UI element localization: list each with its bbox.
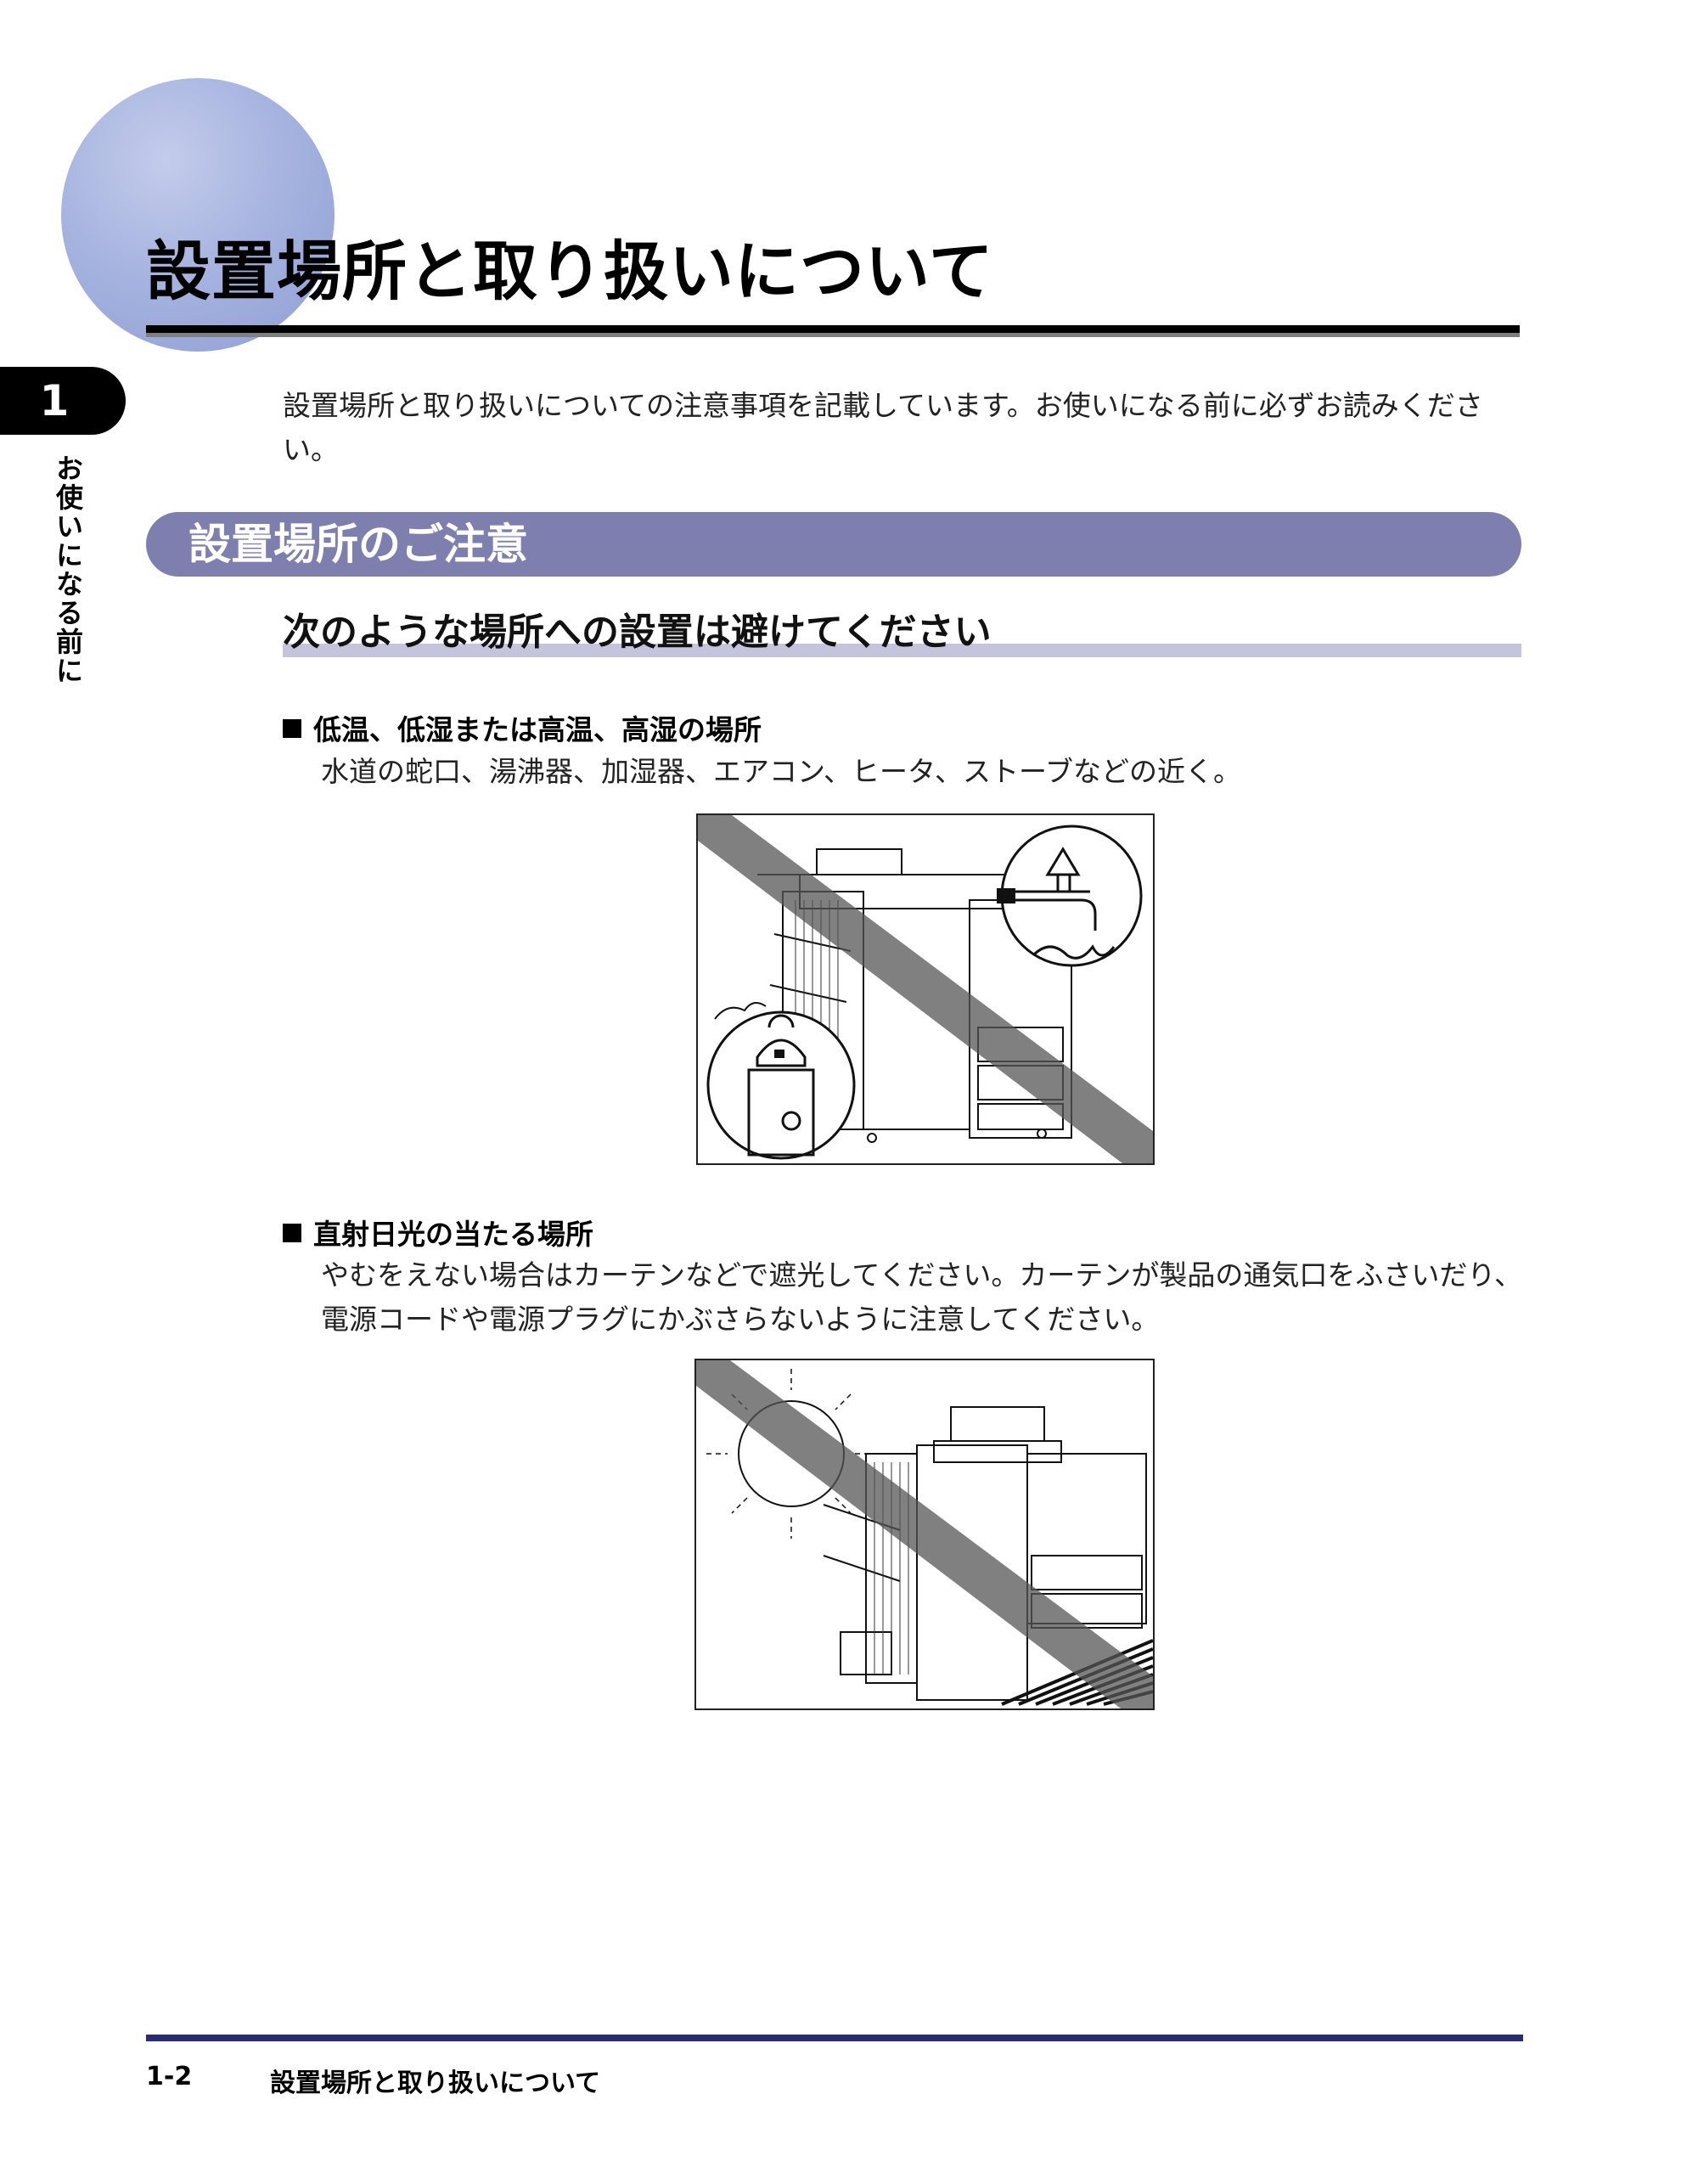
item-heading-humidity: 低温、低湿または高温、高湿の場所	[283, 712, 762, 749]
square-bullet-icon	[283, 1224, 301, 1242]
footer-rule	[146, 2035, 1523, 2041]
page-number: 1-2	[146, 2062, 193, 2091]
figure-sunlight	[694, 1359, 1155, 1710]
title-rule	[146, 325, 1520, 337]
section-subtitle: 次のような場所への設置は避けてください	[283, 611, 992, 654]
square-bullet-icon	[283, 719, 301, 738]
section-banner: 設置場所のご注意	[146, 512, 1521, 577]
item-heading-text: 直射日光の当たる場所	[313, 1218, 593, 1251]
prohibited-copier-water-kettle-illustration	[698, 815, 1153, 1163]
figure-water-kettle	[696, 813, 1155, 1165]
chapter-number: 1	[39, 376, 70, 425]
chapter-decoration-circle	[61, 78, 335, 352]
item-body-sunlight: やむをえない場合はカーテンなどで遮光してください。カーテンが製品の通気口をふさい…	[321, 1258, 1523, 1336]
item-body-humidity: 水道の蛇口、湯沸器、加湿器、エアコン、ヒータ、ストーブなどの近く。	[321, 755, 1242, 788]
chapter-title: 設置場所と取り扱いについて	[146, 234, 994, 309]
intro-paragraph: 設置場所と取り扱いについての注意事項を記載しています。お使いになる前に必ずお読み…	[283, 389, 1483, 466]
chapter-tab: 1	[0, 367, 126, 435]
subtitle-underline	[283, 644, 1521, 657]
chapter-side-label: お使いになる前に	[52, 454, 84, 685]
prohibited-copier-sunlight-illustration	[696, 1360, 1153, 1708]
footer-title: 設置場所と取り扱いについて	[270, 2069, 601, 2098]
item-heading-sunlight: 直射日光の当たる場所	[283, 1216, 593, 1253]
item-heading-text: 低温、低湿または高温、高湿の場所	[313, 713, 762, 746]
